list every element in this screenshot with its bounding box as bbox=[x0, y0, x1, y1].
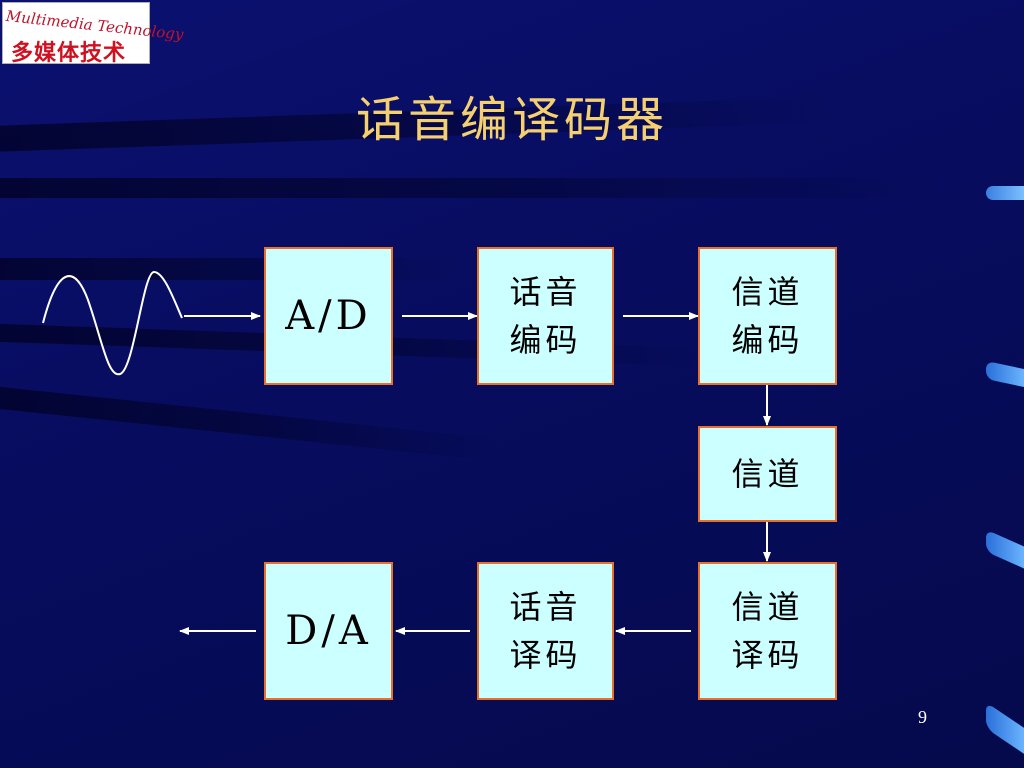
box-ad-converter: A/D bbox=[264, 247, 393, 385]
box-label-line1: 信道 bbox=[731, 588, 804, 626]
logo-chinese-text: 多媒体技术 bbox=[11, 41, 127, 66]
box-label: A/D bbox=[285, 293, 372, 339]
page-number: 9 bbox=[918, 707, 927, 727]
box-speech-decoder: 话音 译码 bbox=[477, 562, 614, 700]
bg-streak bbox=[0, 178, 940, 198]
box-channel: 信道 bbox=[698, 426, 837, 522]
box-label-line1: 话音 bbox=[509, 588, 582, 626]
side-tab bbox=[986, 186, 1024, 200]
box-speech-encoder: 话音 编码 bbox=[477, 247, 614, 385]
box-label-line1: 信道 bbox=[731, 273, 804, 311]
box-channel-decoder: 信道 译码 bbox=[698, 562, 837, 700]
box-label-line1: 话音 bbox=[509, 273, 582, 311]
box-label: 信道 bbox=[731, 455, 804, 493]
box-da-converter: D/A bbox=[264, 562, 393, 700]
box-label-line2: 译码 bbox=[731, 636, 804, 674]
input-waveform bbox=[42, 270, 183, 376]
box-channel-encoder: 信道 编码 bbox=[698, 247, 837, 385]
box-label: D/A bbox=[285, 608, 372, 654]
box-label-line2: 编码 bbox=[731, 321, 804, 359]
box-label-line2: 编码 bbox=[509, 321, 582, 359]
logo: Multimedia Technology 多媒体技术 bbox=[2, 2, 184, 66]
page-title: 话音编译码器 bbox=[355, 92, 668, 148]
box-label-line2: 译码 bbox=[509, 636, 582, 674]
